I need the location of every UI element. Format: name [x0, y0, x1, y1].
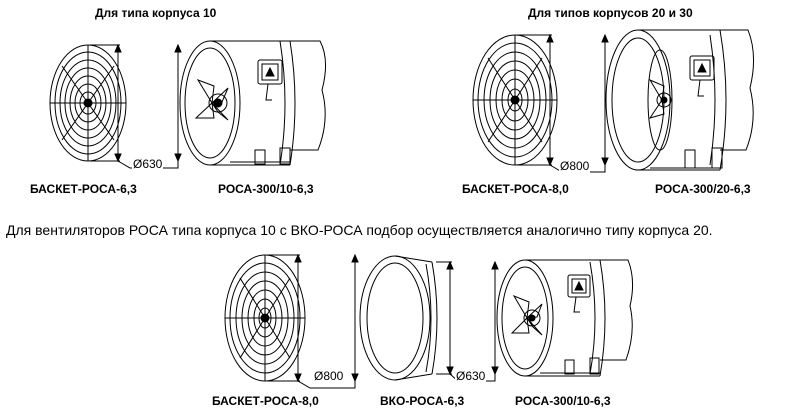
fan-top-left	[179, 40, 326, 166]
dimension-line-fan-bottom	[491, 260, 499, 376]
fan-top-right	[605, 29, 754, 171]
dimension-line-fan-top-right	[601, 33, 609, 167]
fan-bottom	[496, 259, 634, 377]
dimension-label-630-top: Ø630	[132, 157, 164, 171]
dimension-line-top-left	[90, 43, 179, 169]
dimension-line-adapter	[351, 253, 496, 383]
caption-fan-top-left: РОСА-300/10-6,3	[218, 182, 314, 196]
adapter-bottom	[359, 255, 438, 381]
dimension-line-top-right	[517, 33, 606, 173]
heading-housing-20-30: Для типов корпусов 20 и 30	[528, 6, 693, 20]
caption-fan-bottom: РОСА-300/10-6,3	[515, 394, 611, 408]
grille-top-right	[472, 34, 558, 166]
dimension-label-800-bottom: Ø800	[313, 369, 345, 383]
caption-fan-top-right: РОСА-300/20-6,3	[655, 182, 751, 196]
selection-note: Для вентиляторов РОСА типа корпуса 10 с …	[6, 222, 713, 238]
grille-top-left	[49, 44, 127, 162]
heading-housing-10: Для типа корпуса 10	[95, 6, 217, 20]
dimension-line-bottom-left	[267, 253, 356, 389]
dimension-line-fan-top-left	[174, 43, 182, 163]
caption-grille-top-right: БАСКЕТ-РОСА-8,0	[462, 182, 569, 196]
dimension-label-800-top: Ø800	[559, 159, 591, 173]
grille-bottom	[224, 254, 306, 382]
caption-grille-bottom: БАСКЕТ-РОСА-8,0	[212, 394, 319, 408]
caption-adapter-bottom: ВКО-РОСА-6,3	[380, 394, 465, 408]
caption-grille-top-left: БАСКЕТ-РОСА-6,3	[30, 182, 137, 196]
dimension-label-630-bottom: Ø630	[455, 369, 487, 383]
